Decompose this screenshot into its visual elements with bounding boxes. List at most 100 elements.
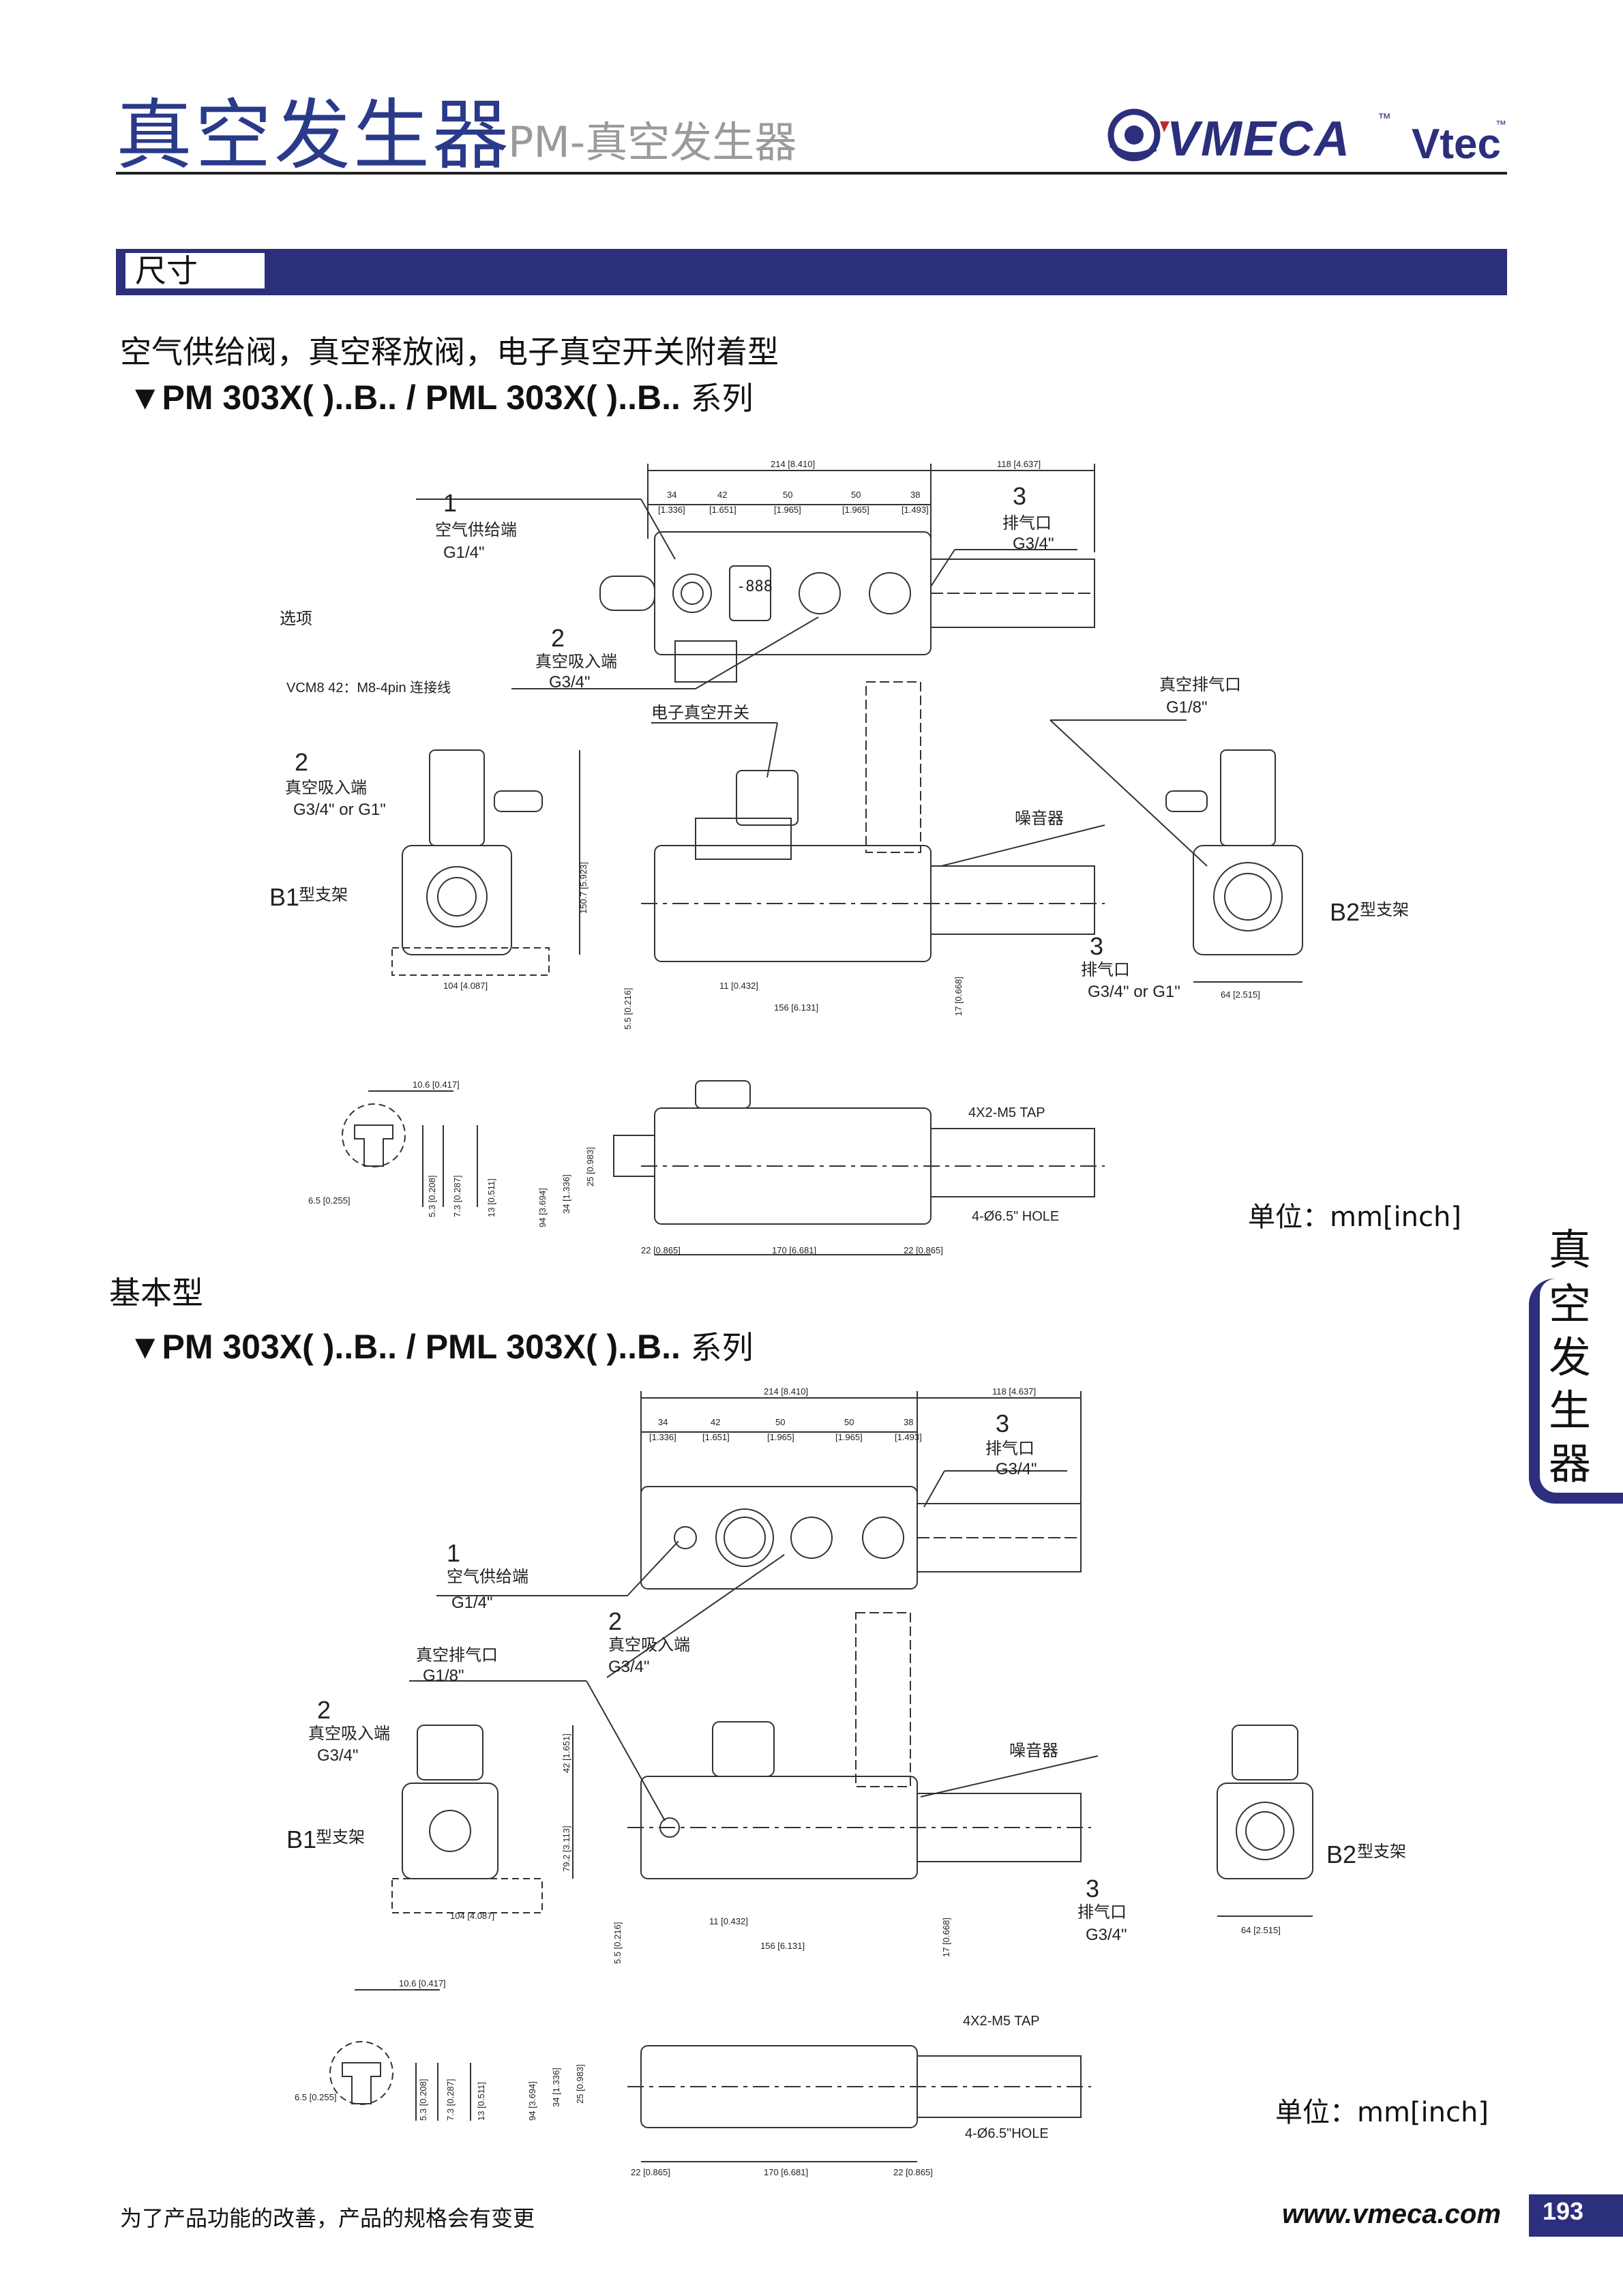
v1-tslot-detail: [342, 1103, 406, 1167]
v2-dim-34: 34: [658, 1417, 668, 1427]
v2-label-b2: B2: [1326, 1840, 1356, 1868]
v1-dim-10-6: 10.6 [0.417]: [413, 1079, 460, 1090]
v2-label-silencer: 噪音器: [1009, 1742, 1058, 1760]
v1-switch-display: [729, 565, 771, 621]
v2-label-b2-name: 型支架: [1357, 1843, 1406, 1861]
v1-bottom-port: [613, 1135, 655, 1177]
variant1-unit: 单位：mm[inch]: [1248, 1202, 1461, 1233]
v1-label-side-vac-number: 2: [295, 748, 308, 776]
v1-label-b1: B1: [269, 883, 299, 911]
v2-dim-79: 79.2 [3.113]: [561, 1825, 571, 1872]
v2-port3-circle: [862, 1517, 904, 1559]
side-tab-char-3: 发: [1548, 1332, 1591, 1382]
v2-dim-38-inch: [1.493]: [895, 1432, 922, 1442]
v1-switch-readout: -888: [736, 578, 773, 595]
v2-dim-10-6: 10.6 [0.417]: [399, 1978, 446, 1988]
page-number: 193: [1542, 2197, 1584, 2225]
v2-dim-38: 38: [904, 1417, 913, 1427]
v1-dim-25: 25 [0.983]: [585, 1147, 595, 1187]
v1-dim-22b: 22 [0.865]: [904, 1245, 943, 1255]
logo-vtec-text: Vtec: [1412, 121, 1501, 168]
v1-label-hole: 4-Ø6.5" HOLE: [972, 1209, 1059, 1224]
v1-left-side-body: [402, 845, 512, 955]
logo-tm: ™: [1378, 111, 1391, 126]
v2-label-b1: B1: [286, 1825, 316, 1853]
v2-label-tap: 4X2-M5 TAP: [963, 2014, 1040, 2029]
v2-label-vac-exhaust: 真空排气口: [416, 1646, 498, 1665]
v2-dim-170: 170 [6.681]: [764, 2167, 808, 2177]
v1-dim-50a-inch: [1.965]: [774, 505, 801, 515]
v2-vertical-tube: [855, 1612, 911, 1787]
v1-dim-94: 94 [3.694]: [537, 1188, 548, 1227]
v1-label-b1-name: 型支架: [299, 886, 348, 904]
footer-url[interactable]: www.vmeca.com: [1282, 2199, 1501, 2229]
v2-right-side-body: [1217, 1783, 1313, 1879]
v2-b1-bracket: [391, 1878, 543, 1913]
v1-dim-34b: 34 [1.336]: [561, 1174, 571, 1214]
v1-dim-170: 170 [6.681]: [772, 1245, 816, 1255]
v1-port3-circle: [869, 572, 911, 614]
variant1-caption: 空气供给阀，真空释放阀，电子真空开关附着型: [120, 333, 779, 370]
v2-dim-34b: 34 [1.336]: [551, 2068, 561, 2107]
v1-dim-34-inch: [1.336]: [658, 505, 685, 515]
v1-port2-circle: [799, 572, 841, 614]
v2-label-side-exhaust-number: 3: [1086, 1875, 1099, 1903]
variant2-unit: 单位：mm[inch]: [1275, 2097, 1489, 2128]
v2-dim-6-5: 6.5 [0.255]: [295, 2092, 336, 2102]
v2-dim-11: 11 [0.432]: [709, 1916, 748, 1926]
footer-note: 为了产品功能的改善，产品的规格会有变更: [120, 2205, 535, 2231]
v1-label-tap: 4X2-M5 TAP: [968, 1105, 1045, 1120]
v1-label-side-exhaust-number: 3: [1090, 932, 1103, 960]
v1-dim-11: 11 [0.432]: [719, 981, 758, 991]
v1-label-b2: B2: [1330, 898, 1360, 926]
v2-dim-34-inch: [1.336]: [649, 1432, 676, 1442]
v2-label-exhaust-size: G3/4": [996, 1460, 1037, 1478]
v2-tslot-detail: [329, 2041, 393, 2105]
section-label: 尺寸: [124, 252, 266, 290]
v2-port2-circle: [790, 1517, 833, 1559]
v2-label-port1-number: 1: [447, 1539, 460, 1567]
logo-vmeca-text: VMECA: [1167, 112, 1351, 166]
v1-label-exhaust-number: 3: [1013, 482, 1026, 510]
variant1-model: ▼PM 303X( )..B.. / PML 303X( )..B.. 系列: [128, 378, 754, 417]
v1-top-body: [654, 531, 932, 655]
v2-dim-42-inch: [1.651]: [702, 1432, 730, 1442]
v2-dim-50b: 50: [844, 1417, 854, 1427]
v1-label-exhaust-size: G3/4": [1013, 535, 1054, 553]
variant2-drawing: 3 排气口 G3/4" 1 空气供给端 G1/4" 2 真空吸入端 G3/4" …: [286, 1386, 1406, 2177]
v1-dim-5-5: 5.5 [0.216]: [623, 988, 633, 1030]
v1-label-vac-port-name: 真空吸入端: [535, 653, 617, 671]
v2-label-vac-port-name: 真空吸入端: [608, 1636, 690, 1654]
v1-label-side-vac-name: 真空吸入端: [285, 779, 367, 797]
v1-left-valve: [429, 749, 485, 846]
v1-dim-17: 17 [0.668]: [953, 976, 964, 1016]
v1-dim-6-5: 6.5 [0.255]: [308, 1195, 350, 1206]
v1-dim-13: 13 [0.511]: [486, 1178, 496, 1217]
v2-label-side-vac-name: 真空吸入端: [308, 1725, 390, 1743]
v1-label-exhaust-name: 排气口: [1002, 514, 1052, 533]
v1-label-vac-port-number: 2: [551, 624, 565, 652]
side-tab-char-2: 空: [1548, 1279, 1591, 1329]
v2-label-port1-size: G1/4": [451, 1594, 493, 1612]
v2-dim-50a: 50: [775, 1417, 785, 1427]
v1-label-port1-size: G1/4": [443, 543, 485, 562]
v1-b1-bracket: [391, 947, 550, 976]
v2-dim-50b-inch: [1.965]: [835, 1432, 863, 1442]
v1-dim-104: 104 [4.087]: [443, 981, 488, 991]
v1-dim-38-inch: [1.493]: [902, 505, 929, 515]
v1-dim-150: 150.7 [5.923]: [578, 862, 589, 914]
v2-dim-5-5: 5.5 [0.216]: [612, 1922, 623, 1964]
v2-dim-214: 214 [8.410]: [764, 1386, 808, 1397]
vmeca-logo: VMECA ™ Vtec ™: [1107, 108, 1506, 168]
v2-dim-25: 25 [0.983]: [575, 2064, 585, 2104]
variant1-drawing: 1 空气供给端 G1/4" 3 排气口 G3/4" 选项 VCM8 42：M8-…: [269, 459, 1409, 1255]
v1-dim-214: 214 [8.410]: [771, 459, 815, 469]
v1-dim-5-3: 5.3 [0.208]: [427, 1176, 437, 1217]
variant2-model: ▼PM 303X( )..B.. / PML 303X( )..B.. 系列: [128, 1328, 754, 1366]
v2-dim-13: 13 [0.511]: [476, 2082, 486, 2121]
header-divider: [116, 172, 1507, 175]
v2-label-b1-name: 型支架: [316, 1828, 365, 1847]
v2-dim-42: 42: [711, 1417, 720, 1427]
v1-dim-50b: 50: [851, 490, 861, 500]
v1-bottom-silencer: [930, 1128, 1095, 1197]
